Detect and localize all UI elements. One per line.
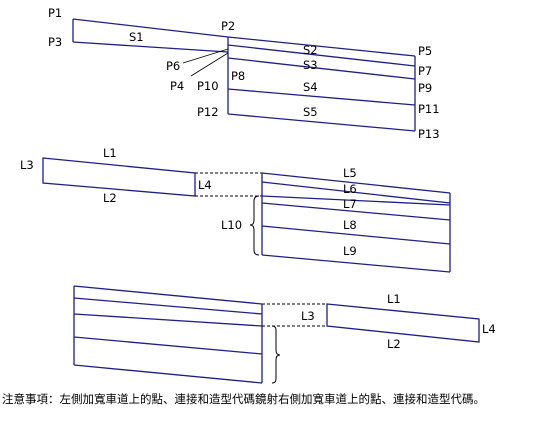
middle-right-l6-bottom (261, 181, 451, 204)
note-text: 注意事項：左側加寬車道上的點、連接和造型代碼鏡射右側加寬車道上的點、連接和造型代… (2, 392, 485, 406)
label-l1: L1 (103, 146, 117, 160)
upper-figure-top-edge-left (72, 18, 229, 38)
label-p11: P11 (418, 102, 440, 116)
lower-left-top-edge (73, 285, 263, 305)
label-p9: P9 (418, 81, 432, 95)
label-s2: S2 (303, 43, 318, 57)
upper-figure-s5-bottom-edge (227, 113, 416, 132)
label-lower-l4: L4 (482, 322, 496, 336)
label-l6: L6 (343, 182, 357, 196)
lane-widening-diagram: P1 P2 P3 P4 P5 P6 P7 P8 P9 P10 P11 P12 P… (20, 6, 496, 384)
label-p7: P7 (418, 64, 432, 78)
label-p13: P13 (418, 127, 440, 141)
label-l3: L3 (20, 158, 34, 172)
label-l5: L5 (343, 166, 357, 180)
upper-figure-s1-bottom-edge (72, 41, 229, 53)
l10-curly-brace (249, 195, 260, 256)
upper-figure-s2-bottom-edge (227, 44, 416, 67)
middle-figure: L1 L2 L3 L4 L5 L6 L7 L8 L9 L10 (20, 146, 451, 273)
label-l7: L7 (343, 197, 357, 211)
label-p4: P4 (170, 79, 184, 93)
p6-leader-line (182, 48, 229, 64)
label-lower-l1: L1 (387, 292, 401, 306)
label-p3: P3 (48, 35, 62, 49)
upper-figure-s3-bottom-edge (227, 57, 416, 80)
middle-right-l7-top (261, 195, 451, 206)
label-s1: S1 (129, 30, 144, 44)
label-lower-l2: L2 (387, 337, 401, 351)
lower-left-line-2 (73, 297, 263, 315)
p4-leader-line (190, 52, 229, 77)
lower-left-bottom-edge (73, 364, 263, 384)
middle-right-top-edge (261, 172, 451, 194)
lower-left-line-4 (73, 336, 263, 355)
label-l10: L10 (221, 218, 242, 232)
label-s5: S5 (303, 105, 318, 119)
label-lower-l3: L3 (301, 309, 315, 323)
middle-right-l7-bottom (261, 202, 451, 221)
label-p8: P8 (231, 69, 245, 83)
label-p10: P10 (197, 79, 219, 93)
label-l2: L2 (103, 191, 117, 205)
upper-figure-top-edge-right (227, 36, 416, 57)
middle-right-l9-bottom (261, 254, 451, 273)
label-l8: L8 (343, 218, 357, 232)
middle-left-lane (42, 157, 196, 197)
label-p1: P1 (48, 6, 62, 20)
label-p6: P6 (166, 59, 180, 73)
label-l9: L9 (343, 244, 357, 258)
lower-figure: L1 L2 L3 L4 (73, 285, 496, 384)
label-p2: P2 (221, 19, 235, 33)
middle-right-l8-bottom (261, 225, 451, 245)
upper-figure-s4-bottom-edge (227, 88, 416, 106)
label-s3: S3 (303, 58, 318, 72)
lower-left-line-3 (73, 313, 263, 327)
lower-right-lane (326, 303, 480, 343)
label-s4: S4 (303, 80, 318, 94)
lower-curly-brace (271, 325, 281, 384)
label-p5: P5 (418, 44, 432, 58)
label-l4: L4 (198, 178, 212, 192)
upper-figure: P1 P2 P3 P4 P5 P6 P7 P8 P9 P10 P11 P12 P… (48, 6, 440, 141)
label-p12: P12 (197, 105, 219, 119)
